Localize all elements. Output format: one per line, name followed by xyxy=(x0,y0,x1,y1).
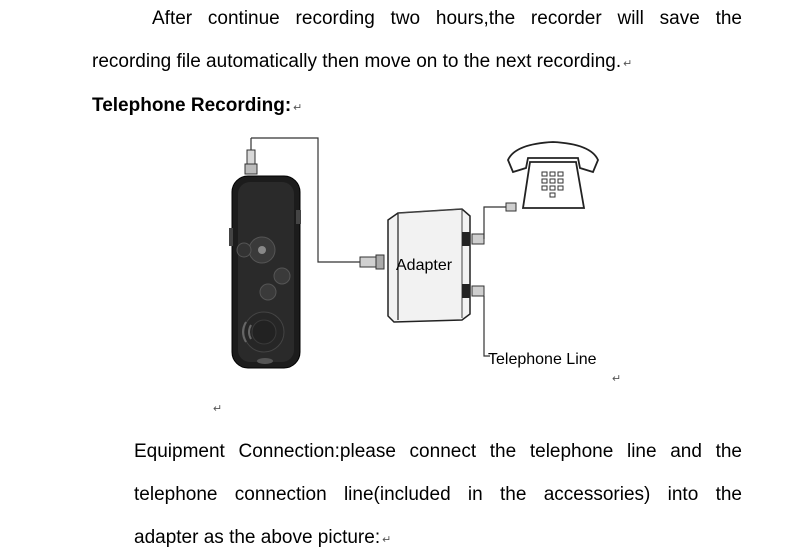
telephone-line-cable: Telephone Line xyxy=(471,285,597,368)
adapter-label: Adapter xyxy=(396,257,453,274)
text-span: adapter as the above picture: xyxy=(134,527,381,548)
return-mark: ↵ xyxy=(213,403,223,415)
recorder-device-icon xyxy=(229,175,301,369)
return-mark: ↵ xyxy=(293,102,303,114)
return-mark: ↵ xyxy=(382,534,392,546)
telephone-icon xyxy=(507,141,599,209)
paragraph-1-line-1: After continue recording two hours,the r… xyxy=(152,8,742,30)
recorder-cable xyxy=(244,137,360,263)
telephone-line-label: Telephone Line xyxy=(488,351,597,368)
return-mark: ↵ xyxy=(623,58,633,70)
paragraph-2-line-3: adapter as the above picture:↵ xyxy=(134,527,391,549)
text-span: telephone connection line(included in th… xyxy=(134,484,742,505)
adapter-input-plug xyxy=(359,254,385,270)
return-mark: ↵ xyxy=(612,373,622,385)
text-span: recording file automatically then move o… xyxy=(92,51,622,72)
text-span: Equipment Connection:please connect the … xyxy=(134,441,742,462)
section-heading: Telephone Recording:↵ xyxy=(92,95,302,117)
text-span: After continue recording two hours,the r… xyxy=(152,8,742,29)
paragraph-1-line-2: recording file automatically then move o… xyxy=(92,51,632,73)
paragraph-2-line-1: Equipment Connection:please connect the … xyxy=(134,441,742,463)
phone-cable xyxy=(471,202,517,245)
heading-text: Telephone Recording: xyxy=(92,95,292,116)
adapter-box-icon: Adapter xyxy=(387,208,471,323)
paragraph-2-line-2: telephone connection line(included in th… xyxy=(134,484,742,506)
